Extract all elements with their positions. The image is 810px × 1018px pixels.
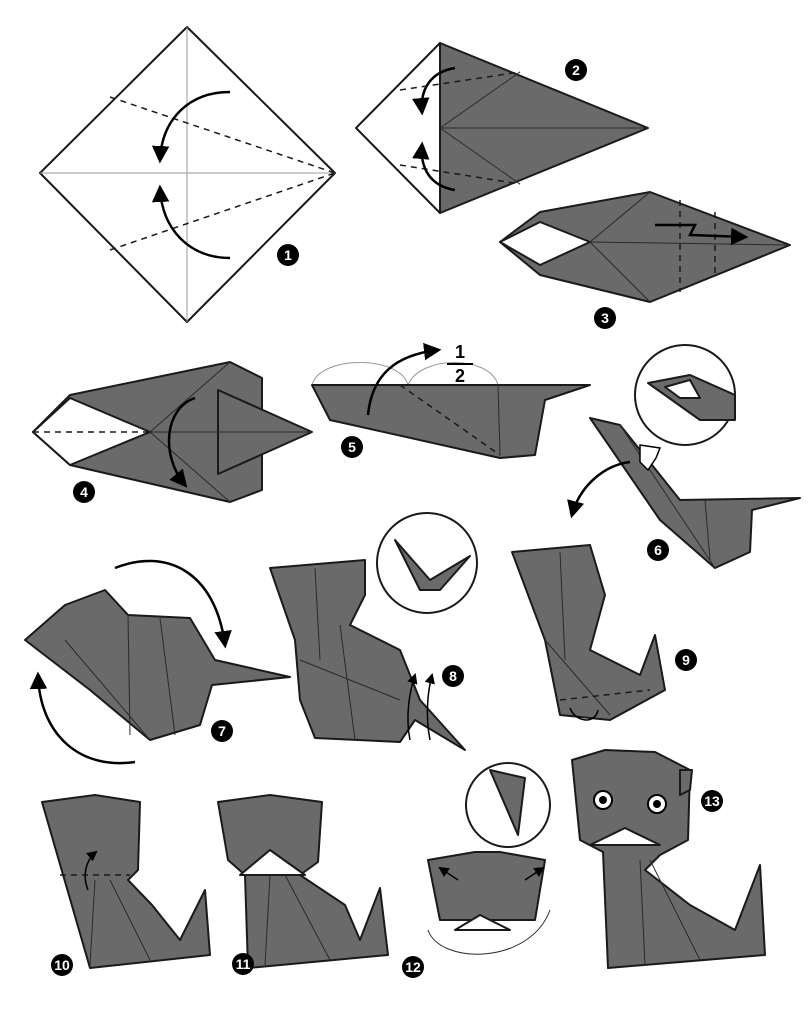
step-5-number: 5 <box>348 439 356 455</box>
step-9-number: 9 <box>682 652 690 668</box>
step-12-badge: 12 <box>402 956 424 978</box>
step-1-number: 1 <box>284 247 292 263</box>
step-10-number: 10 <box>54 957 70 973</box>
step-2-number: 2 <box>572 62 580 78</box>
fraction-denominator: 2 <box>455 366 465 386</box>
step-13-badge: 13 <box>701 790 723 812</box>
step-1-diagram <box>39 26 336 323</box>
step-4-badge: 4 <box>73 481 95 503</box>
step-7-number: 7 <box>218 723 226 739</box>
step-11-badge: 11 <box>232 953 254 975</box>
step-1-badge: 1 <box>277 244 299 266</box>
step-6-diagram <box>567 344 801 569</box>
step-12-diagram <box>427 762 551 955</box>
step-4-diagram <box>32 361 313 503</box>
step-11-diagram <box>217 794 389 969</box>
step-7-diagram <box>24 559 291 765</box>
step-13-number: 13 <box>704 793 720 809</box>
step-3-number: 3 <box>601 310 609 326</box>
step-7-badge: 7 <box>211 720 233 742</box>
step-5-badge: 5 <box>341 436 363 458</box>
step-9-diagram <box>511 544 666 721</box>
step-8-badge: 8 <box>442 665 464 687</box>
step-8-diagram <box>269 512 478 751</box>
fraction-numerator: 1 <box>455 342 465 362</box>
step-10-diagram <box>41 794 211 969</box>
step-2-badge: 2 <box>565 59 587 81</box>
step-2-diagram <box>355 42 649 214</box>
step-4-number: 4 <box>80 484 88 500</box>
step-6-badge: 6 <box>647 539 669 561</box>
step-3-diagram <box>499 191 791 303</box>
step-6-number: 6 <box>654 542 662 558</box>
step-12-number: 12 <box>405 959 421 975</box>
step-10-badge: 10 <box>51 954 73 976</box>
step-5-diagram: 1 2 <box>311 342 591 459</box>
step-11-number: 11 <box>236 956 251 972</box>
step-3-badge: 3 <box>594 307 616 329</box>
step-9-badge: 9 <box>675 649 697 671</box>
step-8-number: 8 <box>449 668 457 684</box>
step-13-diagram <box>571 749 766 969</box>
